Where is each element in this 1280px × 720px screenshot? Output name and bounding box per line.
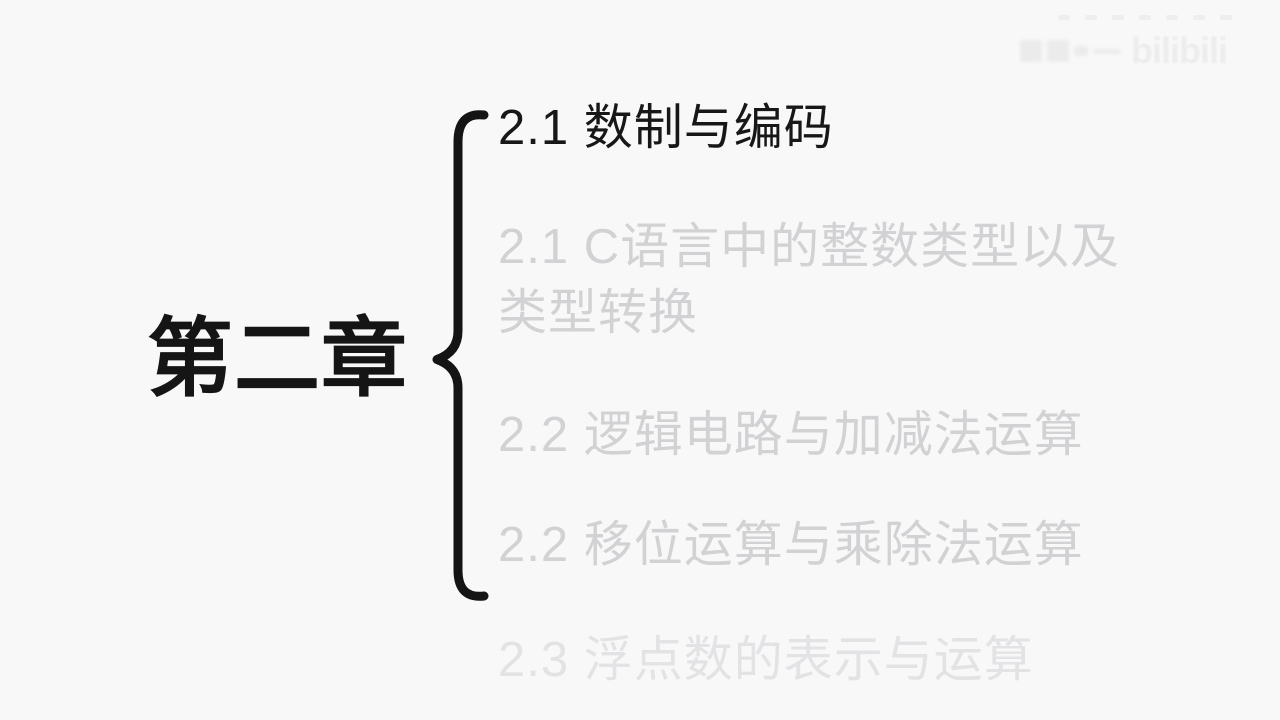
watermark-tick xyxy=(1220,15,1232,20)
watermark-tick xyxy=(1112,15,1124,20)
watermark-uploader-blur xyxy=(1020,40,1121,62)
watermark-glyph-blur xyxy=(1020,40,1042,62)
bilibili-watermark: bilibili xyxy=(1020,0,1280,75)
watermark-glyph-blur xyxy=(1093,48,1121,54)
watermark-glyph-blur xyxy=(1047,40,1069,62)
outline-item: 2.2 移位运算与乘除法运算 xyxy=(498,518,1084,572)
outline-item: 2.3 浮点数的表示与运算 xyxy=(498,633,1034,687)
watermark-tick xyxy=(1058,15,1070,20)
watermark-tick xyxy=(1166,15,1178,20)
brace-path xyxy=(432,110,489,601)
outline-item-active: 2.1 数制与编码 xyxy=(498,101,834,155)
watermark-tick xyxy=(1085,15,1097,20)
outline-item: 2.2 逻辑电路与加减法运算 xyxy=(498,408,1084,462)
watermark-tick-row xyxy=(1058,15,1232,20)
bilibili-logo-text: bilibili xyxy=(1131,30,1228,71)
watermark-tick xyxy=(1193,15,1205,20)
outline-item: 2.1 C语言中的整数类型以及类型转换 xyxy=(498,220,1121,340)
watermark-tick xyxy=(1139,15,1151,20)
chapter-title: 第二章 xyxy=(147,311,408,407)
watermark-glyph-blur xyxy=(1074,46,1088,56)
